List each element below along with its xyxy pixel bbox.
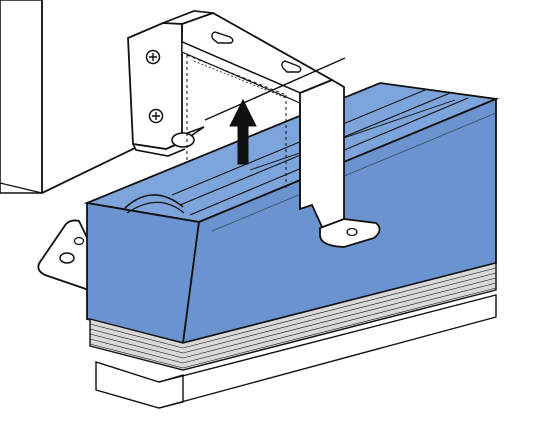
up-arrow-icon [229,98,257,165]
screw-icon [145,49,161,65]
printer-edge [41,57,346,194]
paper-stack [89,262,497,409]
screw-icon [148,108,164,124]
metal-bracket [127,10,381,248]
printer-body [0,0,136,194]
